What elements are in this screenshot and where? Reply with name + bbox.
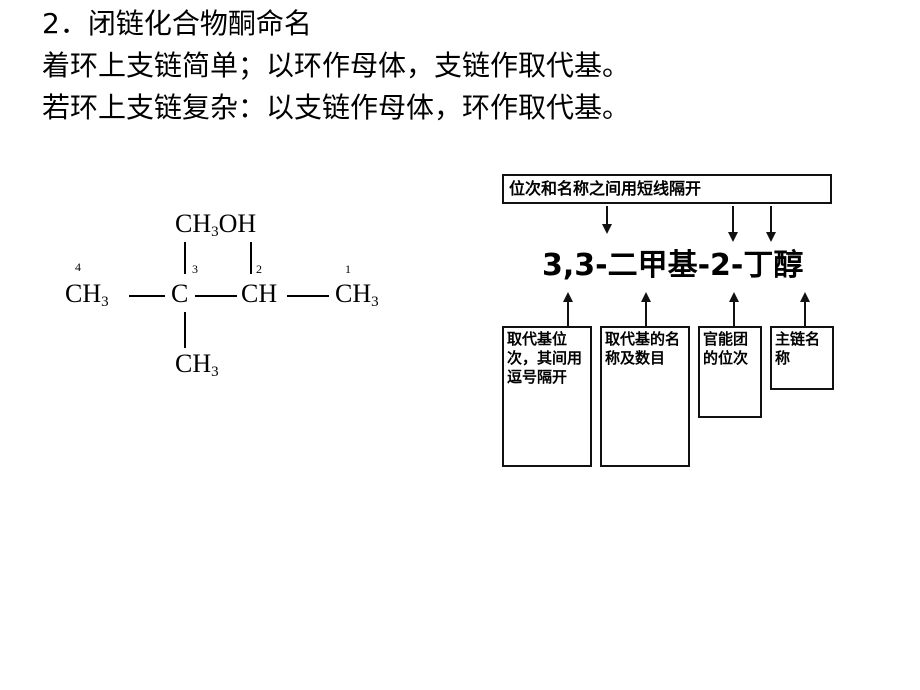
arrow-up-icon <box>800 292 810 302</box>
arrow-shaft <box>733 300 735 326</box>
arrow-up-icon <box>641 292 651 302</box>
atom-c3: C <box>171 279 189 308</box>
bond-c3-top <box>184 242 186 274</box>
substituent-name-count-box: 取代基的名称及数目 <box>600 326 690 467</box>
bond-c2-c1 <box>287 295 329 297</box>
arrow-shaft <box>804 300 806 326</box>
arrow-down-icon <box>728 232 738 242</box>
bottom-methyl: CH3 <box>175 349 219 380</box>
left-methyl: CH3 <box>65 279 109 310</box>
substituent-position-box: 取代基位次，其间用逗号隔开 <box>502 326 592 467</box>
bond-c4-c3 <box>129 295 165 297</box>
hyphen-rule-box: 位次和名称之间用短线隔开 <box>502 174 832 204</box>
right-methyl: CH3 <box>335 279 379 310</box>
bond-c3-c2 <box>195 295 237 297</box>
rule-line-simple: 着环上支链简单；以环作母体，支链作取代基。 <box>42 49 631 82</box>
locant-3: 3 <box>192 262 198 276</box>
arrow-shaft <box>567 300 569 326</box>
arrow-shaft <box>645 300 647 326</box>
arrow-shaft <box>606 206 608 228</box>
naming-diagram: 位次和名称之间用短线隔开 3,3-二甲基-2-丁醇 取代基位次，其间用逗号隔开 … <box>498 160 863 475</box>
bond-c2-top <box>250 242 252 274</box>
arrow-up-icon <box>729 292 739 302</box>
locant-4: 4 <box>75 260 81 274</box>
rule-line-complex: 若环上支链复杂：以支链作母体，环作取代基。 <box>42 91 631 124</box>
arrow-down-icon <box>766 232 776 242</box>
atom-c2: CH <box>241 279 278 308</box>
arrow-up-icon <box>563 292 573 302</box>
locant-2: 2 <box>256 262 262 276</box>
heading-line: 2．闭链化合物酮命名 <box>42 7 312 40</box>
compound-name: 3,3-二甲基-2-丁醇 <box>542 248 804 283</box>
arrow-shaft <box>732 206 734 234</box>
main-chain-name-box: 主链名称 <box>770 326 834 390</box>
functional-group-position-box: 官能团的位次 <box>698 326 762 418</box>
top-group: CH3OH <box>175 209 257 240</box>
structural-formula: CH3OH 4 3 2 1 CH3 C CH CH3 CH3 <box>55 170 415 385</box>
arrow-down-icon <box>602 224 612 234</box>
arrow-shaft <box>770 206 772 234</box>
bond-c3-bottom <box>184 312 186 348</box>
locant-1: 1 <box>345 262 351 276</box>
